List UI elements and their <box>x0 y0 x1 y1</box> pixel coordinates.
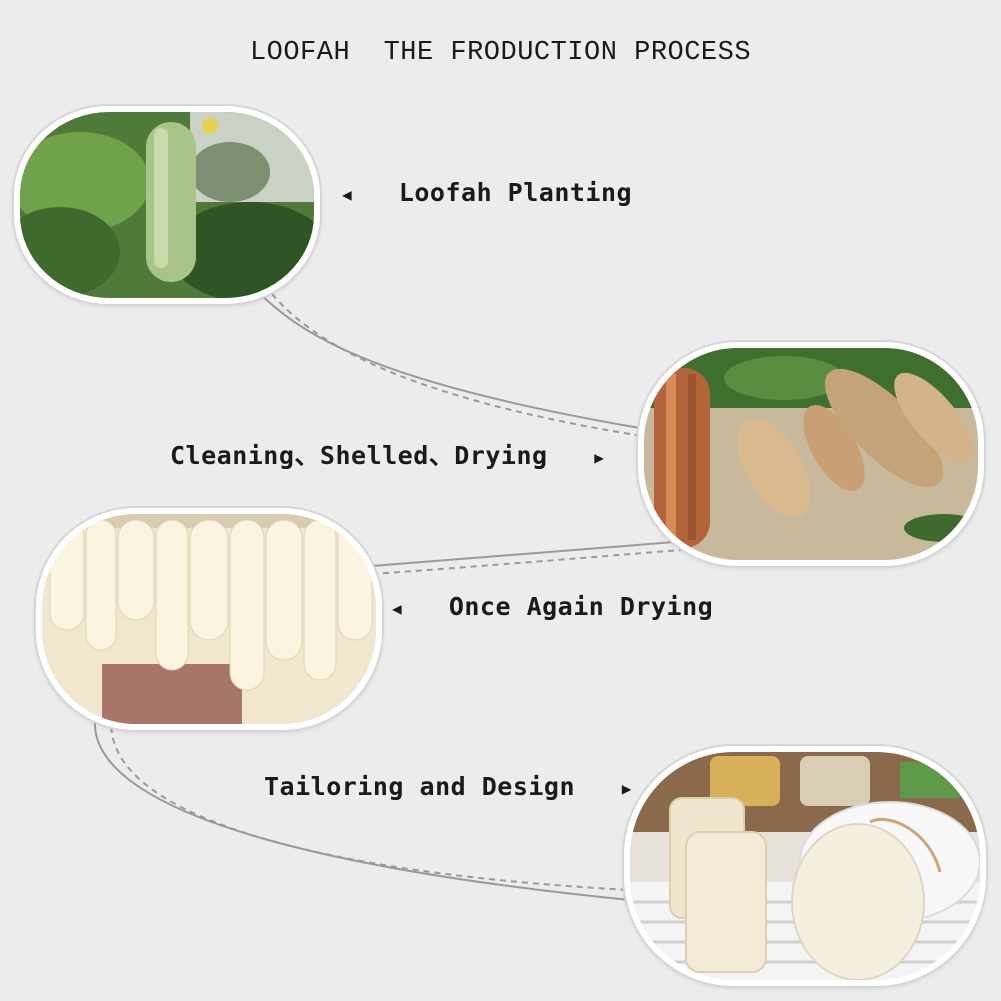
step-label-once-again: ◀ Once Again Drying <box>392 592 714 621</box>
loofah-planting-photo <box>14 106 320 304</box>
arrow-right-icon: ▶ <box>621 778 632 798</box>
step-label-cleaning: Cleaning、Shelled、Drying ▶ <box>170 441 605 470</box>
arrow-left-icon: ◀ <box>342 184 353 204</box>
page-title: LOOFAH THE FRODUCTION PROCESS <box>249 38 752 68</box>
arrow-right-icon: ▶ <box>594 447 605 467</box>
tailoring-design-photo <box>624 746 986 986</box>
arrow-left-icon: ◀ <box>392 598 403 618</box>
cleaning-drying-photo <box>638 342 984 566</box>
once-again-drying-photo <box>36 508 382 730</box>
step-label-tailoring: Tailoring and Design ▶ <box>264 772 632 801</box>
step-label-planting: ◀ Loofah Planting <box>342 178 633 207</box>
